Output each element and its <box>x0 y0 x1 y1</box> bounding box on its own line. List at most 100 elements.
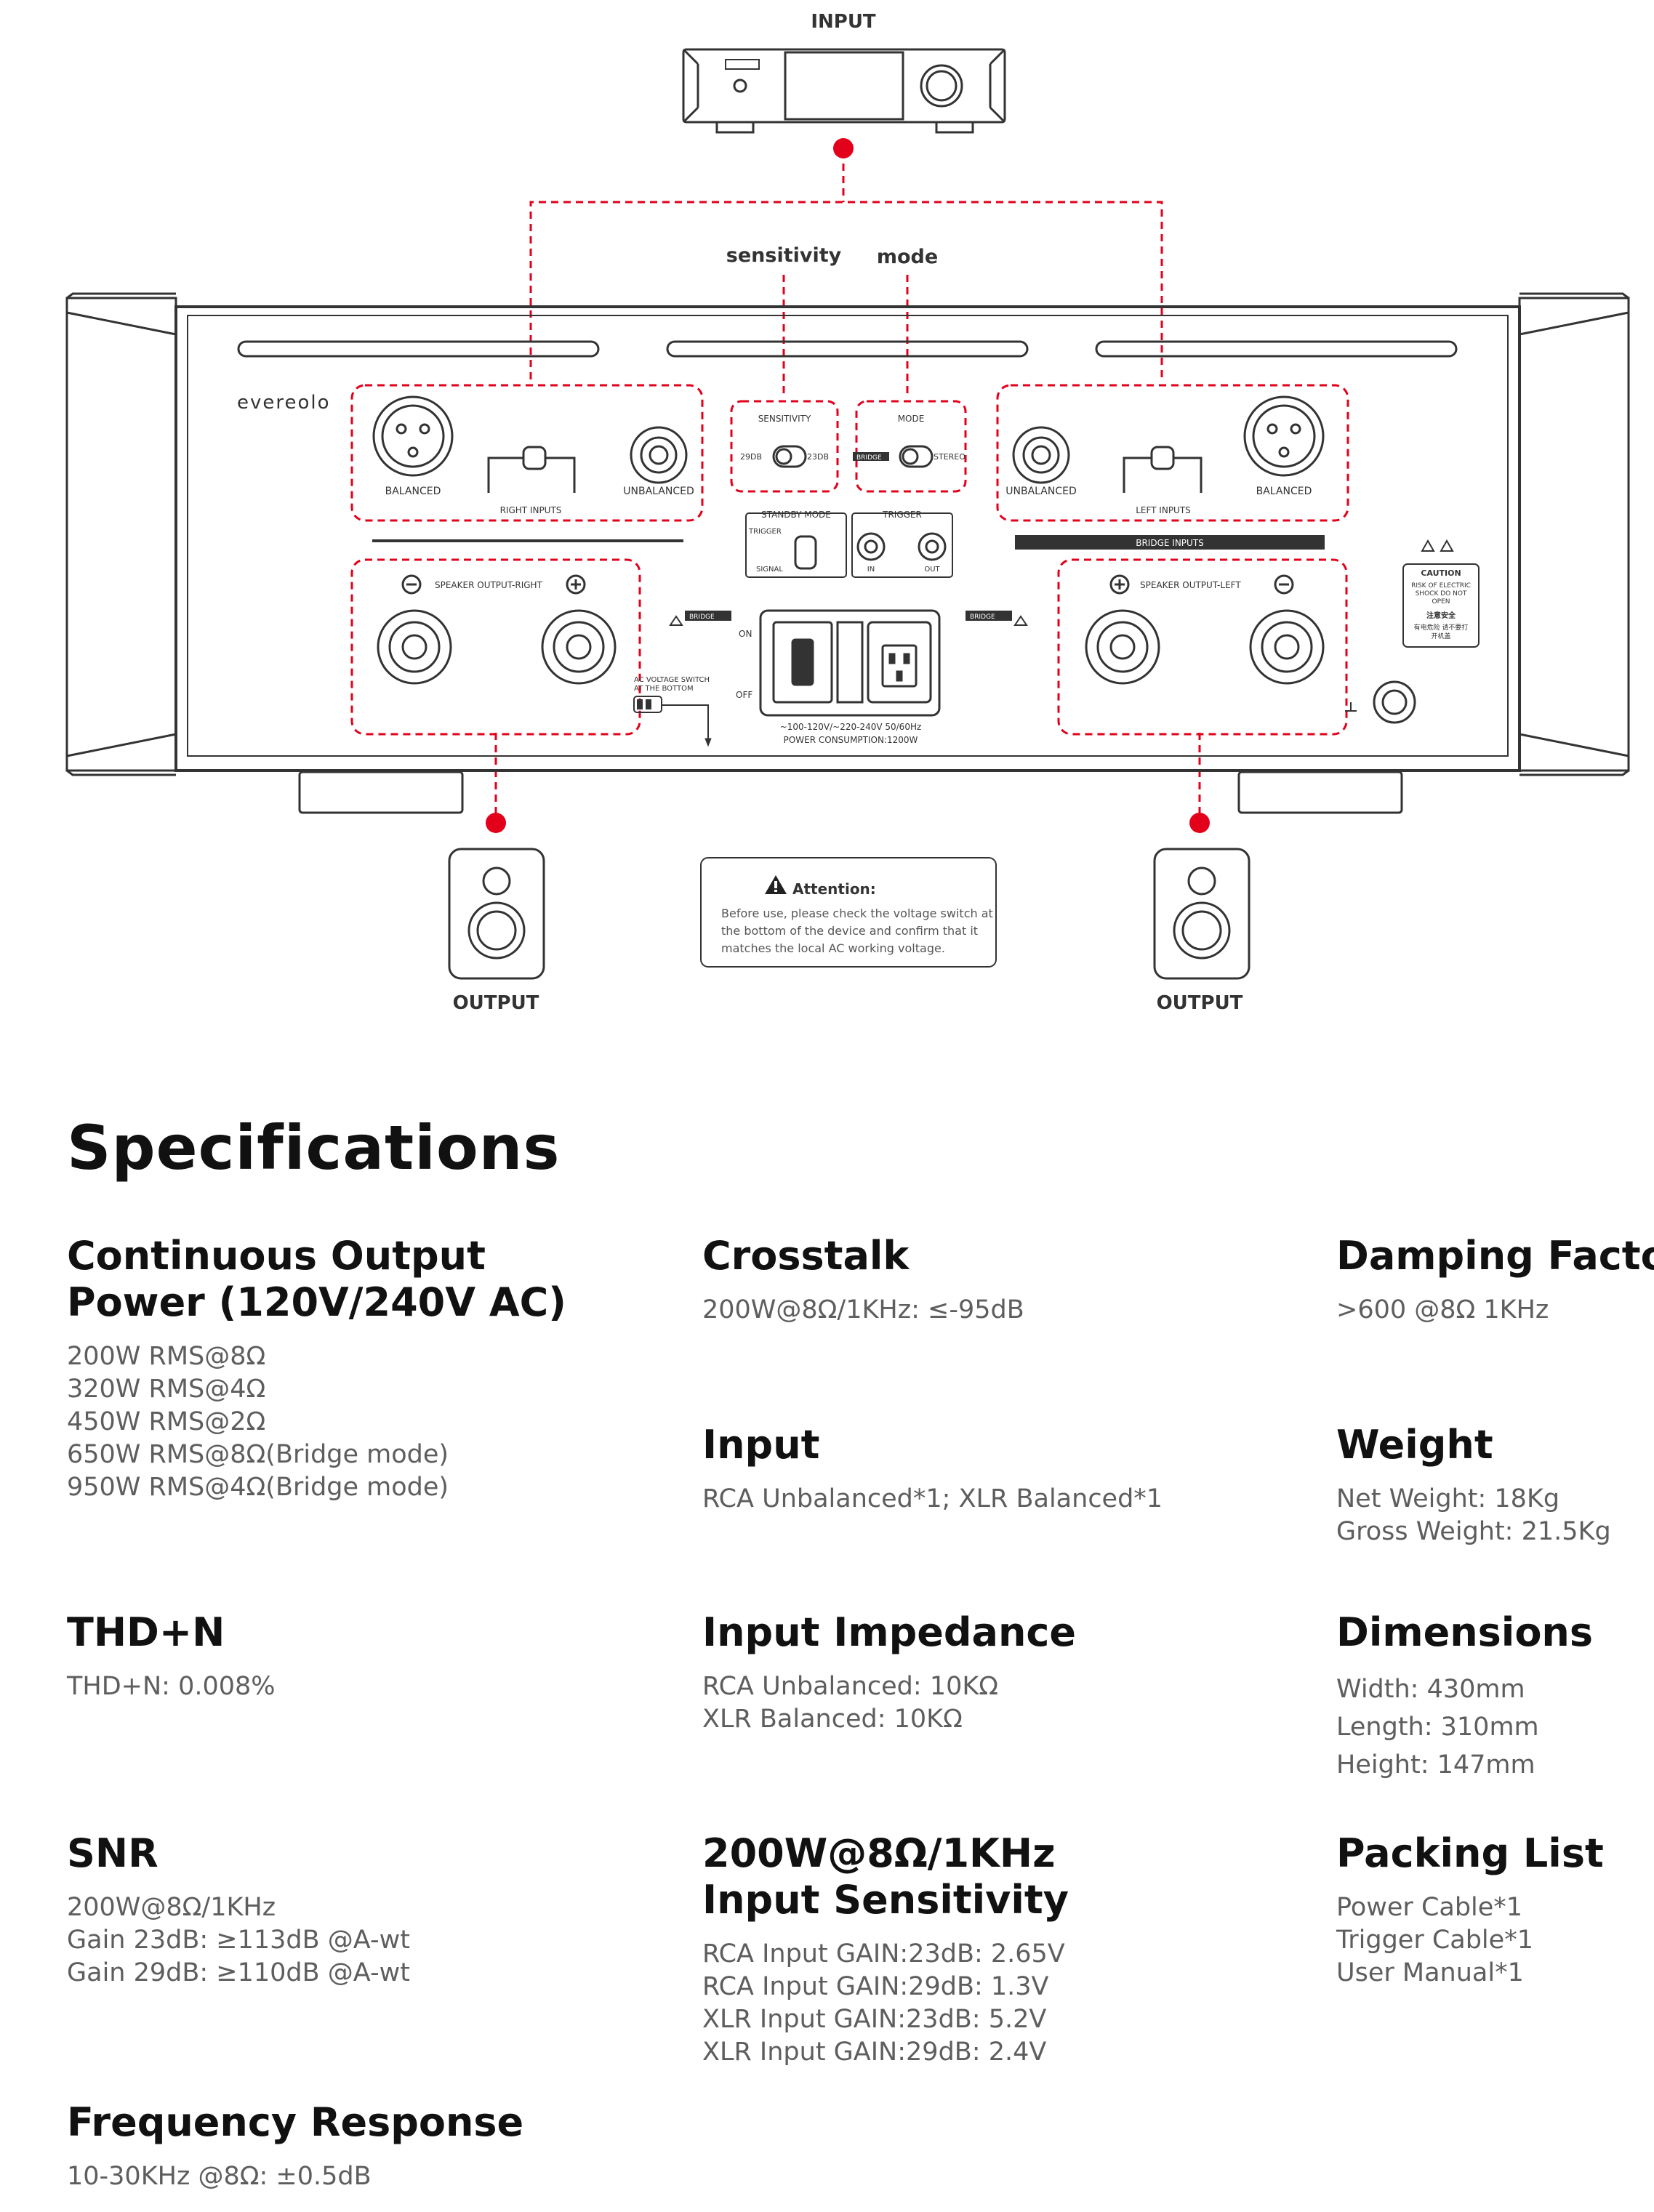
spec-values: >600 @8Ω 1KHz <box>1336 1295 1549 1324</box>
left-inputs-label: LEFT INPUTS <box>1136 505 1191 515</box>
spec-values: Net Weight: 18Kg Gross Weight: 21.5Kg <box>1336 1484 1611 1546</box>
spec-values: 200W RMS@8Ω 320W RMS@4Ω 450W RMS@2Ω 650W… <box>67 1342 449 1502</box>
trigger-in-label: IN <box>867 566 875 574</box>
sens-23-label: 23DB <box>807 452 829 462</box>
caution-cn-title: 注意安全 <box>1426 611 1456 620</box>
attention-line: matches the local AC working voltage. <box>721 941 945 955</box>
spec-snr: SNR 200W@8Ω/1KHz Gain 23dB: ≥113dB @A-wt… <box>67 1830 518 1990</box>
sens-29-label: 29DB <box>740 452 762 462</box>
spec-heading: Frequency Response <box>67 2099 524 2145</box>
balanced-right-label: BALANCED <box>385 486 441 497</box>
voltage-line: ~100-120V/~220-240V 50/60Hz <box>780 722 922 732</box>
spec-heading: Input Impedance <box>702 1609 1077 1655</box>
power-on-label: ON <box>739 629 752 639</box>
spec-heading: 200W@8Ω/1KHz Input Sensitivity <box>702 1830 1069 1923</box>
spec-frequency-response: Frequency Response 10-30KHz @8Ω: ±0.5dB <box>67 2099 524 2193</box>
mode-bridge-label: BRIDGE <box>856 454 882 462</box>
caution-cn-line: 有电危险 请不要打 <box>1414 623 1469 632</box>
spec-values: RCA Unbalanced: 10KΩ XLR Balanced: 10KΩ <box>702 1672 999 1734</box>
brand-logo: evereolo <box>237 392 331 414</box>
spec-heading: Input <box>702 1422 820 1468</box>
mode-stereo-label: STEREO <box>934 452 965 462</box>
amplifier-rear-panel <box>65 292 1630 814</box>
specifications-title: Specifications <box>67 1112 561 1183</box>
caution-label <box>1402 563 1480 648</box>
warning-icon <box>1421 539 1435 552</box>
caution-title: CAUTION <box>1421 568 1461 578</box>
spec-weight: Weight Net Weight: 18Kg Gross Weight: 21… <box>1336 1422 1649 1548</box>
speaker-output-left-label: SPEAKER OUTPUT-LEFT <box>1140 580 1241 590</box>
spec-input-impedance: Input Impedance RCA Unbalanced: 10KΩ XLR… <box>702 1609 1153 1736</box>
caution-line: OPEN <box>1432 598 1450 606</box>
input-source-device <box>682 48 1006 134</box>
spec-heading: Packing List <box>1336 1830 1604 1876</box>
sensitivity-title: SENSITIVITY <box>758 414 811 424</box>
spec-values: Width: 430mm Length: 310mm Height: 147mm <box>1336 1675 1539 1779</box>
caution-line: SHOCK DO NOT <box>1416 590 1467 598</box>
warning-icon <box>669 615 683 626</box>
bridge-minus-tag <box>685 611 731 621</box>
spec-heading: THD+N <box>67 1609 225 1655</box>
standby-signal-label: SIGNAL <box>756 566 783 574</box>
ac-voltage-switch-label: AC VOLTAGE SWITCH <box>634 676 710 684</box>
left-inputs-group <box>996 384 1349 522</box>
spec-dimensions: Dimensions Width: 430mm Length: 310mm He… <box>1336 1609 1649 1784</box>
attention-line: the bottom of the device and confirm tha… <box>721 924 978 938</box>
attention-title: Attention: <box>792 880 876 898</box>
warning-icon <box>1013 615 1028 626</box>
sensitivity-label: sensitivity <box>726 244 842 267</box>
amplifier-connection-diagram: INPUT sensitivity mode OUTPUT OUTPUT eve… <box>65 11 1630 1014</box>
caution-cn-line: 开机盖 <box>1431 632 1450 640</box>
spec-values: 200W@8Ω/1KHz: ≤-95dB <box>702 1295 1024 1324</box>
warning-icon <box>1440 539 1454 552</box>
output-left-label: OUTPUT <box>453 992 539 1014</box>
attention-box <box>700 857 997 968</box>
spec-values: Power Cable*1 Trigger Cable*1 User Manua… <box>1336 1893 1533 1987</box>
spec-thd-n: THD+N THD+N: 0.008% <box>67 1609 518 1703</box>
spec-values: 10-30KHz @8Ω: ±0.5dB <box>67 2162 372 2191</box>
output-right-label: OUTPUT <box>1157 992 1243 1014</box>
spec-heading: Weight <box>1336 1422 1493 1468</box>
trigger-title: TRIGGER <box>882 510 922 520</box>
spec-values: RCA Input GAIN:23dB: 2.65V RCA Input GAI… <box>702 1939 1065 2067</box>
left-speaker <box>448 848 545 980</box>
ground-terminal <box>1345 680 1416 724</box>
speaker-output-right-label: SPEAKER OUTPUT-RIGHT <box>435 580 543 590</box>
caution-line: RISK OF ELECTRIC <box>1411 582 1471 590</box>
spec-damping-factor: Damping Factor >600 @8Ω 1KHz <box>1336 1233 1654 1327</box>
connection-dots <box>486 138 1210 833</box>
unbalanced-left-label: UNBALANCED <box>1005 486 1076 497</box>
bridge-tag <box>853 452 889 461</box>
standby-trigger-group <box>745 512 953 578</box>
standby-mode-title: STANDBY MODE <box>761 510 831 520</box>
spec-input-sensitivity: 200W@8Ω/1KHz Input Sensitivity RCA Input… <box>702 1830 1153 2069</box>
spec-heading: SNR <box>67 1830 158 1876</box>
mode-label: mode <box>877 246 938 268</box>
spec-heading: Continuous Output Power (120V/240V AC) <box>67 1233 566 1325</box>
power-consumption-label: POWER CONSUMPTION:1200W <box>784 735 918 745</box>
spec-input: Input RCA Unbalanced*1; XLR Balanced*1 <box>702 1422 1163 1516</box>
ac-voltage-switch-label-2: AT THE BOTTOM <box>634 685 694 693</box>
spec-heading: Crosstalk <box>702 1233 910 1279</box>
spec-heading: Dimensions <box>1336 1609 1594 1655</box>
spec-values: 200W@8Ω/1KHz Gain 23dB: ≥113dB @A-wt Gai… <box>67 1893 410 1987</box>
mode-title: MODE <box>898 414 925 424</box>
power-off-label: OFF <box>736 690 752 700</box>
spec-heading: Damping Factor <box>1336 1233 1654 1279</box>
bridge-minus-label: BRIDGE <box>689 614 715 621</box>
spec-crosstalk: Crosstalk 200W@8Ω/1KHz: ≤-95dB <box>702 1233 1153 1327</box>
ac-voltage-switch <box>633 696 712 747</box>
input-label: INPUT <box>811 11 876 33</box>
spec-values: RCA Unbalanced*1; XLR Balanced*1 <box>702 1484 1163 1513</box>
power-module <box>759 609 941 717</box>
sensitivity-switch-group <box>730 400 839 493</box>
bridge-plus-label: BRIDGE <box>970 614 995 621</box>
right-inputs-label: RIGHT INPUTS <box>500 505 562 515</box>
trigger-out-label: OUT <box>924 566 940 574</box>
speaker-output-right-group <box>350 558 641 736</box>
spec-packing-list: Packing List Power Cable*1 Trigger Cable… <box>1336 1830 1649 1990</box>
connection-lines <box>494 151 1201 816</box>
right-speaker <box>1153 848 1250 980</box>
spec-values: THD+N: 0.008% <box>67 1672 276 1701</box>
right-inputs-group <box>350 384 704 522</box>
